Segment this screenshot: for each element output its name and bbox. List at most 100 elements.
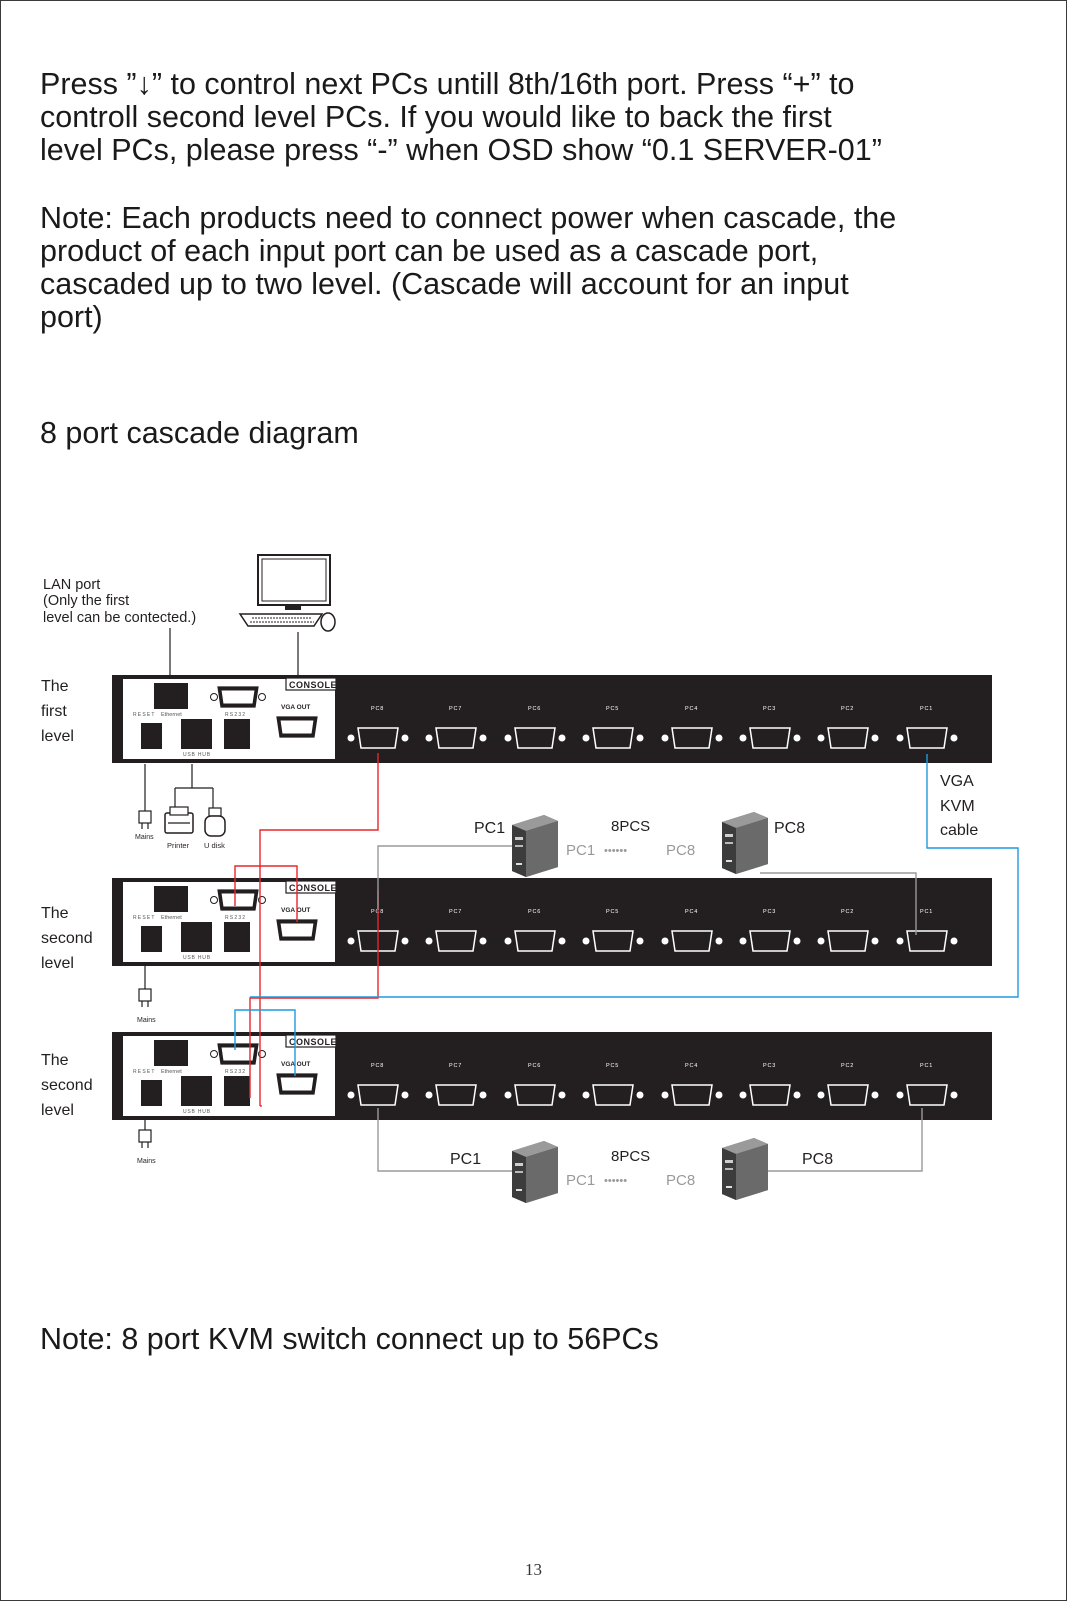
console-label: CONSOLE xyxy=(289,1037,337,1047)
svg-text:(Only the first: (Only the first xyxy=(43,593,129,609)
vga-out-port-icon xyxy=(276,716,318,738)
diagram-title: 8 port cascade diagram xyxy=(40,416,359,450)
svg-text:The: The xyxy=(41,1052,69,1069)
port-label: PC4 xyxy=(685,1063,698,1069)
mains-plug-icon xyxy=(138,810,152,830)
intro-paragraph-2: Note: Each products need to connect powe… xyxy=(40,201,897,334)
lan-port-label: LAN port (Only the first level can be co… xyxy=(43,577,196,626)
computer-tower-icon xyxy=(512,1141,558,1203)
rs232-label: RS232 xyxy=(225,1069,246,1075)
mains-plug-icon xyxy=(138,988,152,1008)
pc-group-1-range-dots: •••••• xyxy=(604,845,627,857)
ethernet-label: Ethernet xyxy=(161,915,182,921)
udisk-icon xyxy=(204,807,226,837)
ethernet-label: Ethernet xyxy=(161,712,182,718)
port-label: PC8 xyxy=(371,706,384,712)
console-label: CONSOLE xyxy=(289,680,337,690)
vga-out-label: VGA OUT xyxy=(281,907,310,914)
ethernet-label: Ethernet xyxy=(161,1069,182,1075)
port-label: PC3 xyxy=(763,706,776,712)
reset-label: RESET xyxy=(133,1069,156,1075)
printer-label: Printer xyxy=(167,841,190,850)
port-label: PC7 xyxy=(449,706,462,712)
port-label: PC7 xyxy=(449,909,462,915)
port-label: PC1 xyxy=(920,909,933,915)
svg-text:The: The xyxy=(41,905,69,922)
port-label: PC2 xyxy=(841,1063,854,1069)
vga-kvm-cable-label: VGA KVM cable xyxy=(940,773,978,839)
svg-text:level can be contected.): level can be contected.) xyxy=(43,610,196,626)
rs232-label: RS232 xyxy=(225,712,246,718)
port-label: PC7 xyxy=(449,1063,462,1069)
svg-text:KVM: KVM xyxy=(940,798,975,815)
svg-text:level: level xyxy=(41,1102,74,1119)
svg-text:The: The xyxy=(41,678,69,695)
port-label: PC6 xyxy=(528,706,541,712)
udisk-label: U disk xyxy=(204,841,225,850)
port-label: PC8 xyxy=(371,1063,384,1069)
dc12v-label: DC12V xyxy=(143,955,160,961)
port-label: PC1 xyxy=(920,1063,933,1069)
pc-group-1-range-start: PC1 xyxy=(566,842,595,859)
rs232-port-icon xyxy=(217,686,259,708)
port-label: PC6 xyxy=(528,909,541,915)
usb-hub-label: USB HUB xyxy=(183,955,211,961)
bottom-note: Note: 8 port KVM switch connect up to 56… xyxy=(40,1322,659,1356)
port-label: PC2 xyxy=(841,909,854,915)
mains-label-3: Mains xyxy=(137,1158,156,1165)
svg-text:level: level xyxy=(41,728,74,745)
gray-pc-links xyxy=(377,845,923,1172)
computer-tower-icon xyxy=(722,812,768,874)
vga-out-label: VGA OUT xyxy=(281,704,310,711)
svg-text:level: level xyxy=(41,955,74,972)
port-label: PC3 xyxy=(763,1063,776,1069)
svg-text:first: first xyxy=(41,703,67,720)
dc12v-label: DC12V xyxy=(143,1109,160,1115)
blue-vga-kvm-link xyxy=(234,754,1019,1076)
port-label: PC5 xyxy=(606,1063,619,1069)
console-label: CONSOLE xyxy=(289,883,337,893)
port-label: PC5 xyxy=(606,706,619,712)
rs232-port-icon xyxy=(217,1043,259,1065)
pc-group-1-count: 8PCS xyxy=(611,818,650,835)
pc-group-1: PC1 PC8 8PCS PC1 •••••• PC8 xyxy=(474,812,805,877)
mains-plug-icon xyxy=(138,1129,152,1149)
svg-text:second: second xyxy=(41,1077,93,1094)
port-label: PC5 xyxy=(606,909,619,915)
svg-text:VGA: VGA xyxy=(940,773,974,790)
pc-group-2-range-start: PC1 xyxy=(566,1172,595,1189)
red-cascade-link xyxy=(234,753,379,1107)
peripherals: Mains Printer U disk Mains Mains xyxy=(135,764,226,1165)
page-number: 13 xyxy=(525,1560,542,1579)
level-label-first: The first level xyxy=(41,678,74,745)
rs232-label: RS232 xyxy=(225,915,246,921)
dc12v-label: DC12V xyxy=(143,752,160,758)
level-label-second-a: The second level xyxy=(41,905,93,972)
svg-text:second: second xyxy=(41,930,93,947)
computer-tower-icon xyxy=(512,815,558,877)
svg-text:cable: cable xyxy=(940,822,978,839)
pc-group-1-left-label: PC1 xyxy=(474,820,505,837)
rs232-port-icon xyxy=(217,889,259,911)
pc-group-1-range-end: PC8 xyxy=(666,842,695,859)
vga-out-label: VGA OUT xyxy=(281,1061,310,1068)
monitor-icon xyxy=(238,554,336,632)
level-label-second-b: The second level xyxy=(41,1052,93,1119)
pc-group-2: PC1 PC8 8PCS PC1 •••••• PC8 xyxy=(450,1138,833,1203)
port-label: PC4 xyxy=(685,909,698,915)
usb-hub-label: USB HUB xyxy=(183,752,211,758)
mains-label-2: Mains xyxy=(137,1017,156,1024)
port-label: PC8 xyxy=(371,909,384,915)
usb-hub-label: USB HUB xyxy=(183,1109,211,1115)
pc-group-1-right-label: PC8 xyxy=(774,820,805,837)
svg-text:LAN port: LAN port xyxy=(43,577,100,593)
pc-group-2-range-end: PC8 xyxy=(666,1172,695,1189)
port-label: PC4 xyxy=(685,706,698,712)
reset-label: RESET xyxy=(133,712,156,718)
port-label: PC3 xyxy=(763,909,776,915)
pc-group-2-range-dots: •••••• xyxy=(604,1175,627,1187)
vga-out-port-icon xyxy=(276,1073,318,1095)
